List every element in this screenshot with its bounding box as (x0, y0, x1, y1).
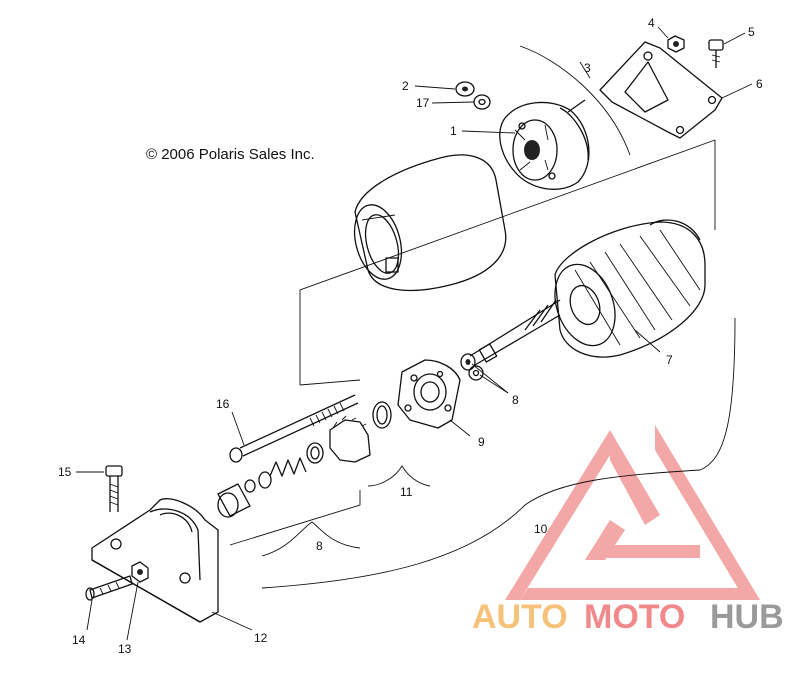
motor-housing (353, 154, 507, 292)
leader-8b (479, 374, 509, 394)
alignment-line-mid (299, 379, 361, 386)
callout-4: 4 (648, 16, 655, 30)
part-4-nut (667, 35, 685, 53)
callout-14: 14 (72, 633, 86, 647)
part-1-end-cap (499, 99, 590, 190)
alignment-line-lower (229, 490, 361, 546)
part-5-screw (708, 39, 724, 68)
callout-9: 9 (478, 435, 485, 449)
callout-2: 2 (402, 79, 409, 93)
part-17-washer (473, 94, 491, 110)
callout-11: 11 (400, 485, 413, 499)
brace-11 (367, 465, 431, 487)
part-12-bracket (91, 498, 219, 623)
part-11-pinion (306, 415, 371, 464)
part-9-drive-plate (397, 359, 461, 429)
watermark-text-auto: AUTO (472, 598, 568, 636)
brace-8-lower (261, 521, 361, 557)
callout-5: 5 (748, 25, 755, 39)
leader-8a (471, 363, 509, 394)
part-6-mount-plate (599, 41, 723, 139)
brace-10 (261, 317, 736, 589)
watermark-logo (505, 425, 760, 600)
callout-17: 17 (416, 96, 430, 110)
part-13-nut (131, 561, 149, 583)
callout-3: 3 (584, 61, 591, 75)
part-8-bushing (217, 483, 251, 518)
copyright-text: © 2006 Polaris Sales Inc. (146, 146, 315, 163)
leader-1 (461, 130, 516, 134)
leader-4 (657, 26, 669, 39)
part-7-armature (469, 219, 706, 366)
leader-5 (723, 32, 746, 45)
leader-9 (449, 419, 471, 437)
alignment-line-top (299, 139, 716, 385)
callout-10: 10 (534, 522, 548, 536)
callout-16: 16 (216, 397, 230, 411)
leader-13 (126, 581, 139, 641)
brace-3 (519, 45, 631, 156)
callout-7: 7 (666, 353, 673, 367)
part-16-through-bolt (229, 394, 359, 463)
leader-2 (414, 85, 456, 90)
callout-15: 15 (58, 465, 72, 479)
leader-16 (231, 411, 245, 446)
leader-12 (211, 611, 253, 631)
callout-13: 13 (118, 642, 132, 656)
watermark-text-moto: MOTO (584, 598, 685, 636)
part-8-washers-upper (460, 353, 484, 381)
leader-7 (634, 329, 661, 353)
leader-14 (86, 599, 93, 631)
callout-8-lower: 8 (316, 539, 323, 553)
snap-ring (372, 401, 392, 429)
part-2-nut (455, 81, 475, 97)
callout-8-upper: 8 (512, 393, 519, 407)
leader-17 (431, 101, 475, 104)
leader-6 (721, 83, 753, 99)
brace-3-tip (579, 61, 591, 79)
part-8-spring (244, 457, 307, 493)
callout-12: 12 (254, 631, 268, 645)
callout-1: 1 (450, 124, 457, 138)
part-14-bolt (85, 575, 133, 601)
callout-6: 6 (756, 77, 763, 91)
watermark-text-hub: HUB (710, 598, 784, 636)
part-15-bolt (105, 465, 123, 512)
